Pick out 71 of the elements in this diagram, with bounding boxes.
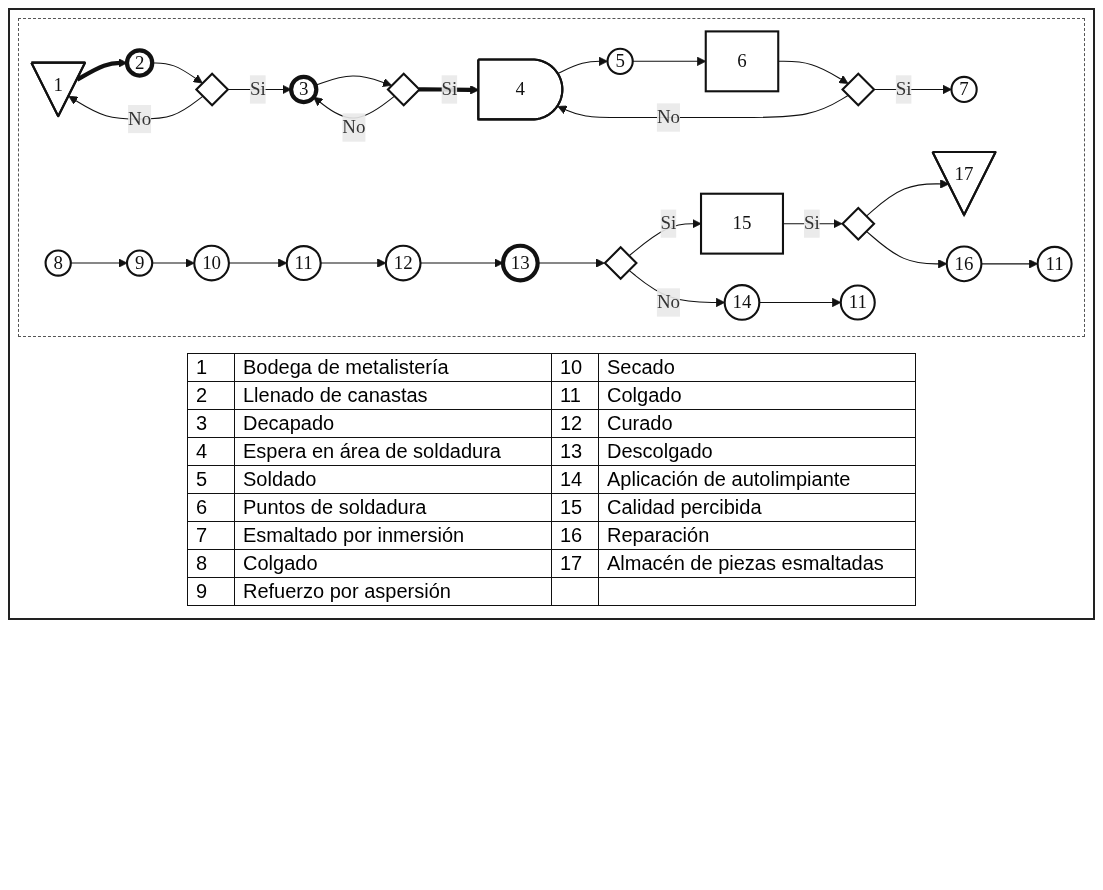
arrow (315, 75, 392, 87)
node-circle: 14 (723, 284, 761, 321)
table-number-cell: 5 (187, 465, 235, 494)
node-circle: 7 (950, 75, 978, 104)
node-circle: 3 (289, 74, 319, 105)
table-cell: Bodega de metalistería (234, 353, 552, 382)
table-cell: Aplicación de autolimpiante (598, 465, 916, 494)
table-cell: Soldado (234, 465, 552, 494)
node-box: 6 (704, 30, 780, 93)
arrow (151, 258, 195, 268)
node-diamond (194, 72, 230, 107)
edge-label: Si (803, 212, 820, 234)
node-circle: 16 (945, 245, 983, 283)
table-number-cell: 6 (187, 493, 235, 522)
node-diamond (841, 72, 876, 107)
node-circle: 11 (1036, 245, 1073, 282)
arrow (151, 62, 203, 84)
edge-label: No (656, 291, 681, 313)
edge-label: No (656, 106, 681, 128)
table-number-cell: 7 (187, 521, 235, 550)
node-diamond (386, 72, 421, 107)
table-cell: Llenado de canastas (234, 381, 552, 410)
table-number-cell: 2 (187, 381, 235, 410)
table-number-cell: 16 (551, 521, 599, 550)
node-circle: 12 (384, 244, 422, 282)
table-cell: Colgado (234, 549, 552, 578)
table-number-cell: 10 (551, 353, 599, 382)
table-cell: Espera en área de soldadura (234, 437, 552, 466)
table-cell: Puntos de soldadura (234, 493, 552, 522)
table-number-cell: 14 (551, 465, 599, 494)
node-diamond (603, 245, 638, 281)
table-cell: Secado (598, 353, 916, 382)
table-cell: Calidad percibida (598, 493, 916, 522)
table-number-cell: 1 (187, 353, 235, 382)
node-box: 15 (699, 192, 784, 255)
edge-label: Si (895, 78, 912, 100)
table-number-cell: 4 (187, 437, 235, 466)
table-cell: Esmaltado por inmersión (234, 521, 552, 550)
edge-label: Si (660, 212, 677, 234)
table-cell: Colgado (598, 381, 916, 410)
table-number-cell: 9 (187, 577, 235, 606)
table-cell: Almacén de piezas esmaltadas (598, 549, 916, 578)
table-number-cell: 15 (551, 493, 599, 522)
edge-label: Si (441, 78, 458, 100)
node-circle: 11 (285, 245, 322, 282)
node-circle: 11 (839, 284, 876, 321)
table-cell: Descolgado (598, 437, 916, 466)
node-diamond (841, 206, 876, 241)
table-cell: Curado (598, 409, 916, 438)
edge-label: Si (249, 78, 266, 100)
table-cell: Refuerzo por aspersión (234, 577, 552, 606)
arrow (557, 56, 608, 74)
table-number-cell: 17 (551, 549, 599, 578)
table-cell: Reparación (598, 521, 916, 550)
node-circle: 5 (606, 47, 634, 75)
table-number-cell: 12 (551, 409, 599, 438)
node-circle: 2 (124, 48, 155, 78)
table-number-cell: 8 (187, 549, 235, 578)
table-cell: Decapado (234, 409, 552, 438)
edge-label: No (342, 116, 366, 138)
arrow (70, 258, 128, 268)
table-number-cell: 13 (551, 437, 599, 466)
node-circle: 8 (44, 249, 72, 277)
table-number-cell: 11 (551, 381, 599, 410)
node-circle: 9 (125, 249, 154, 277)
edge-label: No (128, 108, 152, 130)
arrow (557, 94, 849, 119)
arrow (228, 258, 288, 268)
node-circle: 13 (500, 243, 540, 283)
node-circle: 10 (193, 244, 230, 282)
table-number-cell: 3 (187, 409, 235, 438)
